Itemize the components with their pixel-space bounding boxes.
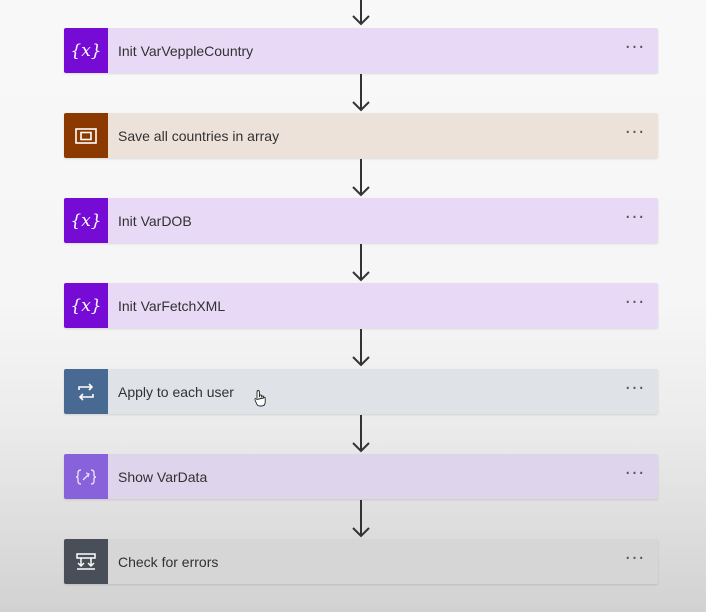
more-options-button[interactable]: ···: [624, 36, 646, 58]
action-card-show-vardata[interactable]: Show VarData ···: [64, 454, 658, 499]
action-title: Check for errors: [118, 553, 219, 570]
compose-icon: [64, 113, 108, 158]
action-card-save-countries[interactable]: Save all countries in array ···: [64, 113, 658, 158]
connector-arrow: [352, 159, 370, 197]
connector-arrow: [352, 500, 370, 538]
hand-cursor-icon: [254, 390, 266, 407]
more-options-button[interactable]: ···: [624, 206, 646, 228]
connector-arrow: [352, 244, 370, 282]
connector-arrow: [352, 74, 370, 112]
action-title: Init VarDOB: [118, 212, 192, 229]
action-title: Apply to each user: [118, 383, 234, 400]
action-title: Save all countries in array: [118, 127, 280, 144]
action-card-init-vardob[interactable]: {x} Init VarDOB ···: [64, 198, 658, 243]
connector-arrow: [352, 0, 370, 26]
action-card-init-vepple-country[interactable]: {x} Init VarVeppleCountry ···: [64, 28, 658, 73]
variable-icon: {x}: [64, 283, 108, 328]
set-variable-icon: [64, 454, 108, 499]
more-options-button[interactable]: ···: [624, 547, 646, 569]
action-title: Init VarVeppleCountry: [118, 42, 254, 59]
condition-icon: [64, 539, 108, 584]
connector-arrow: [352, 415, 370, 453]
action-card-check-errors[interactable]: Check for errors ···: [64, 539, 658, 584]
variable-icon: {x}: [64, 198, 108, 243]
loop-icon: [64, 369, 108, 414]
action-title: Show VarData: [118, 468, 208, 485]
more-options-button[interactable]: ···: [624, 121, 646, 143]
connector-arrow: [352, 329, 370, 367]
action-card-apply-to-each[interactable]: Apply to each user ···: [64, 369, 658, 414]
more-options-button[interactable]: ···: [624, 377, 646, 399]
more-options-button[interactable]: ···: [624, 462, 646, 484]
more-options-button[interactable]: ···: [624, 291, 646, 313]
action-card-init-varfetchxml[interactable]: {x} Init VarFetchXML ···: [64, 283, 658, 328]
variable-icon: {x}: [64, 28, 108, 73]
action-title: Init VarFetchXML: [118, 297, 226, 314]
